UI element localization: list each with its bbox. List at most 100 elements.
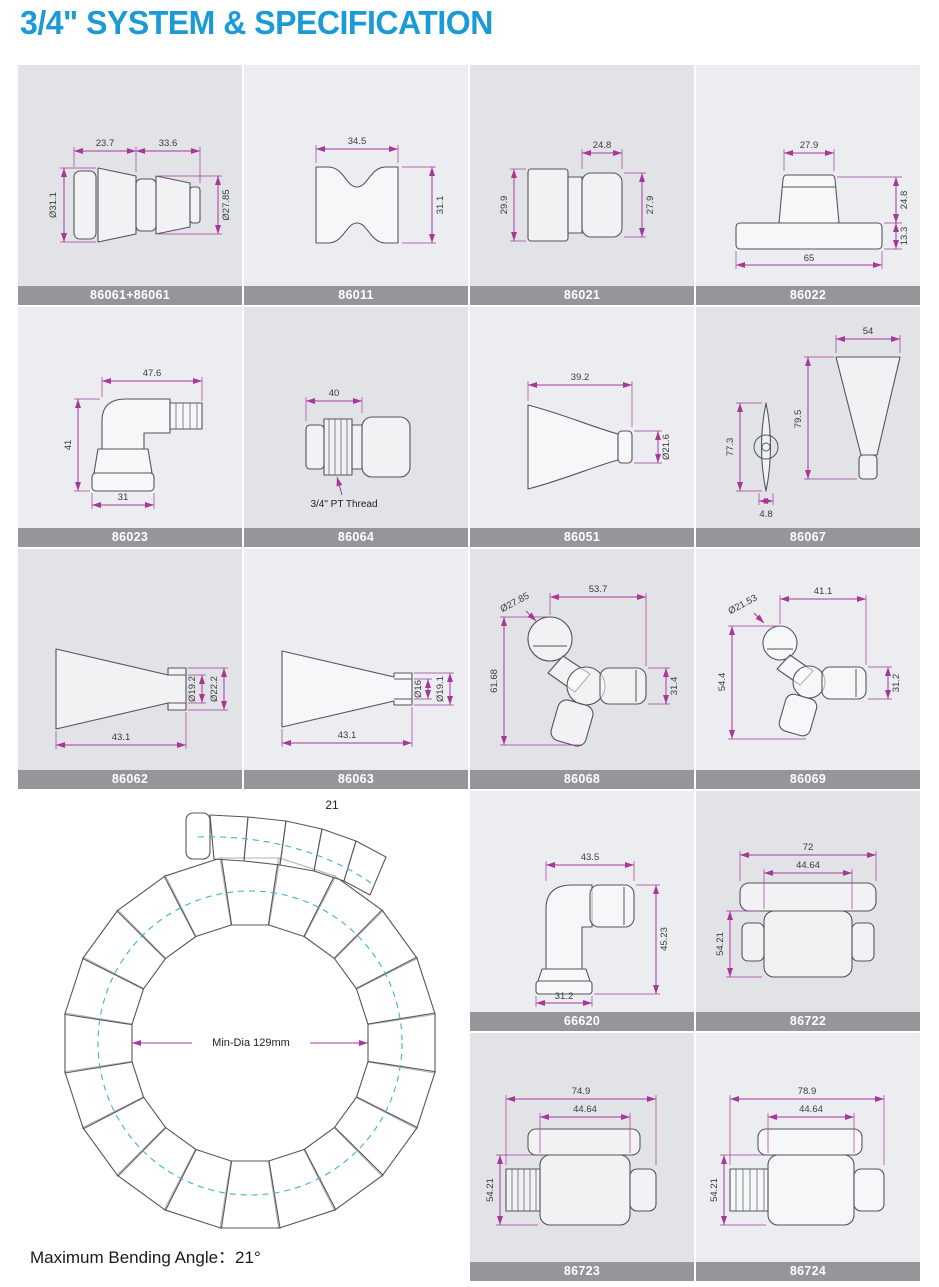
spec-cell-86068: Ø27.85 53.7 61.68 31.4 86068 [470,549,694,789]
straight-hose-section [185,812,387,896]
dim-label: 31.1 [435,196,446,215]
dimension-lines [281,672,454,747]
dimension-lines [510,149,646,242]
dim-label: Ø16 [413,680,424,698]
dimension-lines [496,1095,657,1226]
bending-angle-note: Maximum Bending Angle：21° [30,1248,261,1267]
dim-label: 4.8 [759,509,772,520]
dim-label: 54.21 [715,932,726,956]
dimension-lines [55,667,228,749]
fitting-drawing-86724: 78.9 44.64 54.21 [709,1086,885,1226]
coil-guide-circle [97,890,403,1196]
fitting-outline [527,168,623,242]
spec-cell-86021: 24.8 29.9 27.9 86021 [470,65,694,305]
dim-label: 54.4 [717,673,728,692]
spec-cell-86064: 40 3/4" PT Thread 86064 [244,307,468,547]
part-number-86011: 86011 [244,286,468,305]
thread-label: 3/4" PT Thread [310,499,377,510]
dimension-lines [735,149,902,269]
dim-label: 41.1 [814,586,833,597]
thread-hatch [328,419,348,475]
spec-cell-86063: Ø16 Ø19.1 43.1 86063 [244,549,468,789]
spec-cell-86061: 23.7 33.6 Ø31.1 Ø27.85 86061+86061 [18,65,242,305]
part-number-86063: 86063 [244,770,468,789]
fitting-outline [762,625,867,737]
part-number-86068: 86068 [470,770,694,789]
dimension-lines [527,381,662,464]
fitting-outline [535,884,635,995]
fitting-outline [527,404,633,490]
dimension-lines [728,595,892,740]
fitting-drawing-86022: 27.9 24.8 13.3 65 [735,140,910,269]
fitting-drawing-86067: 77.3 4.8 54 79.5 [725,326,901,520]
spec-cell-86722: 72 44.64 54.21 86722 [696,791,920,1031]
dim-label: 33.6 [159,138,178,149]
dim-label: 31.4 [669,677,680,696]
dim-label: 45.23 [659,927,670,951]
min-diameter-dimension [132,1034,368,1049]
part-number-86051: 86051 [470,528,694,547]
fitting-outline [91,398,203,492]
dim-label: 79.5 [793,410,804,429]
fitting-drawing-86011: 34.5 31.1 [315,136,446,244]
dim-label: 54.21 [709,1178,720,1202]
dimension-lines [74,377,203,509]
spec-cell-86023: 47.6 41 31 86023 [18,307,242,547]
part-number-86021: 86021 [470,286,694,305]
spec-cell-86069: Ø21.53 41.1 54.4 31.2 86069 [696,549,920,789]
dim-label: 53.7 [589,584,608,595]
dim-label: 78.9 [798,1086,817,1097]
dim-label: 44.64 [796,860,820,871]
dim-label: 43.1 [338,730,357,741]
dim-label: 27.9 [645,196,656,215]
dimension-lines [726,851,877,978]
fitting-drawing-86064: 40 3/4" PT Thread [305,388,411,510]
dim-label: 54 [863,326,874,337]
part-number-66620: 66620 [470,1012,694,1031]
dim-label: 31 [118,492,129,503]
fitting-outline [73,167,201,243]
fitting-outline [305,416,411,478]
dimension-lines [305,397,363,496]
dim-label: 24.8 [593,140,612,151]
fitting-drawing-86722: 72 44.64 54.21 [715,842,877,978]
fitting-drawing-86023: 47.6 41 31 [63,368,203,509]
dim-label: Ø19.1 [435,676,446,702]
dim-label: 74.9 [572,1086,591,1097]
part-number-86067: 86067 [696,528,920,547]
part-number-86062: 86062 [18,770,242,789]
spec-cell-86011: 34.5 31.1 86011 [244,65,468,305]
spec-cell-86724: 78.9 44.64 54.21 86724 [696,1033,920,1281]
dim-label: 31.2 [891,674,902,693]
fitting-outline [735,174,883,250]
dim-label: 43.1 [112,732,131,743]
spec-cell-86062: Ø19.2 Ø22.2 43.1 86062 [18,549,242,789]
spec-cell-86067: 77.3 4.8 54 79.5 86067 [696,307,920,547]
fitting-outline [55,648,187,730]
part-number-86723: 86723 [470,1262,694,1281]
part-number-86069: 86069 [696,770,920,789]
dim-label: 43.5 [581,852,600,863]
fitting-drawing-86051: 39.2 Ø21.6 [527,372,672,490]
dimension-lines [315,145,436,244]
fitting-drawing-66620: 43.5 45.23 31.2 [535,852,670,1007]
dim-label: 41 [63,440,74,451]
part-number-86722: 86722 [696,1012,920,1031]
fitting-drawing-86068: Ø27.85 53.7 61.68 31.4 [489,584,680,747]
part-number-86022: 86022 [696,286,920,305]
dim-label: Ø27.85 [221,189,232,220]
fitting-outline [315,166,399,244]
dimension-lines [736,335,901,505]
part-number-86061: 86061+86061 [18,286,242,305]
fitting-drawing-86069: Ø21.53 41.1 54.4 31.2 [717,586,902,740]
dim-label: 24.8 [899,191,910,210]
fitting-outline [527,616,647,747]
dimension-lines [60,147,222,243]
dim-label: 77.3 [725,438,736,457]
fitting-outline [505,1128,657,1226]
fitting-outline [729,1128,885,1226]
dimension-lines [720,1095,885,1226]
fitting-outline [281,650,413,728]
spec-cell-66620: 43.5 45.23 31.2 66620 [470,791,694,1031]
page-title: 3/4" SYSTEM & SPECIFICATION [20,4,493,41]
